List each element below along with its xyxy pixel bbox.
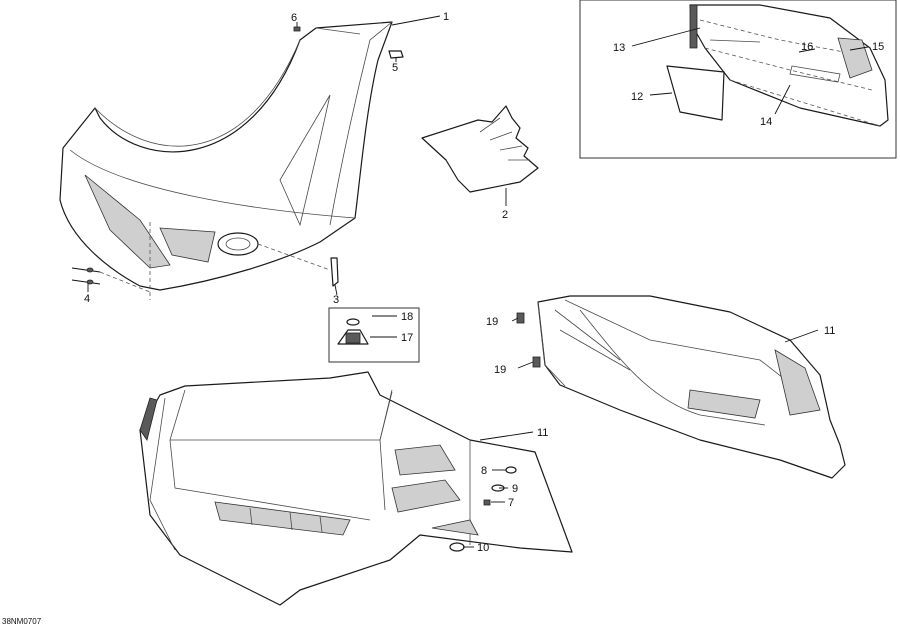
callout-3: 3: [333, 294, 339, 306]
callout-11-right: 11: [824, 325, 835, 337]
fasteners-part-4: [71, 267, 101, 285]
front-panel-part-1: [59, 21, 393, 300]
callout-labels: 1 2 3 4 5 6 7 8 9 10 11 11 12 13 14 15 1…: [84, 11, 884, 554]
callout-17: 17: [401, 332, 413, 344]
callout-12: 12: [631, 91, 643, 103]
callout-6: 6: [291, 12, 297, 24]
callout-4: 4: [84, 293, 90, 305]
leader-lines: [87, 15, 869, 548]
drawing-reference-code: 38NM0707: [2, 617, 42, 626]
bracket-part-3: [330, 257, 339, 287]
callout-5: 5: [392, 62, 398, 74]
callout-8: 8: [481, 465, 487, 477]
detail-box-17-18: [328, 307, 420, 363]
side-panel-part-11-right: [516, 295, 846, 479]
callout-10: 10: [477, 542, 489, 554]
callout-16: 16: [801, 41, 813, 53]
liner-part-2: [421, 105, 539, 193]
screw-part-6: [293, 26, 301, 32]
callout-1: 1: [443, 11, 449, 23]
side-panel-part-11-left: [139, 371, 573, 606]
callout-7: 7: [508, 497, 514, 509]
clip-part-5: [388, 50, 404, 59]
callout-18: 18: [401, 311, 413, 323]
inset-box-parts-12-16: [579, 0, 897, 159]
callout-19-lower: 19: [494, 364, 506, 376]
callout-11-left: 11: [537, 427, 548, 439]
callout-9: 9: [512, 483, 518, 495]
callout-13: 13: [613, 42, 625, 54]
callout-15: 15: [872, 41, 884, 53]
callout-19-upper: 19: [486, 316, 498, 328]
callout-2: 2: [502, 209, 508, 221]
callout-14: 14: [760, 116, 772, 128]
